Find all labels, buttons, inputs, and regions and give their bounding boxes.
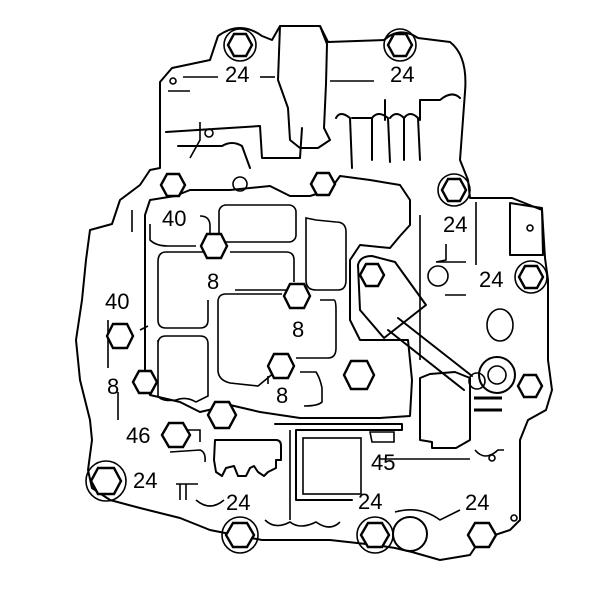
torque-label: 24 (479, 267, 504, 292)
lever-arm (357, 255, 427, 339)
torque-label: 8 (276, 383, 289, 408)
bolt-hex-icon (309, 171, 337, 197)
oval-port (486, 308, 514, 342)
torque-label: 24 (226, 490, 251, 515)
solenoid-connector (419, 371, 471, 449)
inner-frame (144, 175, 413, 419)
bolt-hex-icon (221, 516, 259, 554)
torque-label: 40 (105, 289, 130, 314)
bolt-hex-icon (223, 28, 257, 62)
bolt-hex-icon (437, 173, 471, 207)
torque-label: 24 (225, 62, 250, 87)
torque-label: 24 (390, 62, 415, 87)
torque-label: 46 (126, 423, 151, 448)
bolt-hex-icon (266, 352, 296, 380)
bolt-hex-icon (466, 521, 498, 549)
bolt-hex-icon (199, 232, 229, 260)
bolt-hex-icon (358, 262, 386, 288)
bolt-hex-icon (516, 373, 544, 399)
small-hole (169, 77, 177, 85)
harness-connector (213, 439, 282, 477)
torque-label: 45 (371, 450, 396, 475)
leader-lines (107, 210, 470, 460)
torque-label: 24 (465, 490, 490, 515)
bolt-hex-icon (383, 28, 417, 62)
bolt-hex-icon (356, 516, 394, 554)
bolts (85, 28, 548, 554)
torque-label: 8 (207, 269, 220, 294)
bolt-hex-icon (159, 172, 187, 198)
bolt-hex-icon (342, 359, 376, 391)
pocket (218, 204, 297, 243)
torque-label: 24 (358, 489, 383, 514)
bolt-hex-icon (160, 421, 192, 449)
bolt-hex-icon (206, 400, 238, 430)
torque-label: 24 (443, 212, 468, 237)
torque-label: 40 (162, 206, 187, 231)
bolt-hex-icon (105, 322, 135, 350)
torque-label: 8 (292, 317, 305, 342)
bolt-hex-icon (85, 460, 127, 502)
torque-label: 8 (107, 374, 120, 399)
bolt-hex-icon (514, 260, 548, 294)
bolt-hex-icon (131, 369, 159, 395)
torque-label: 24 (133, 468, 158, 493)
bolt-hex-icon (282, 282, 312, 310)
bottom-plate (302, 437, 362, 495)
